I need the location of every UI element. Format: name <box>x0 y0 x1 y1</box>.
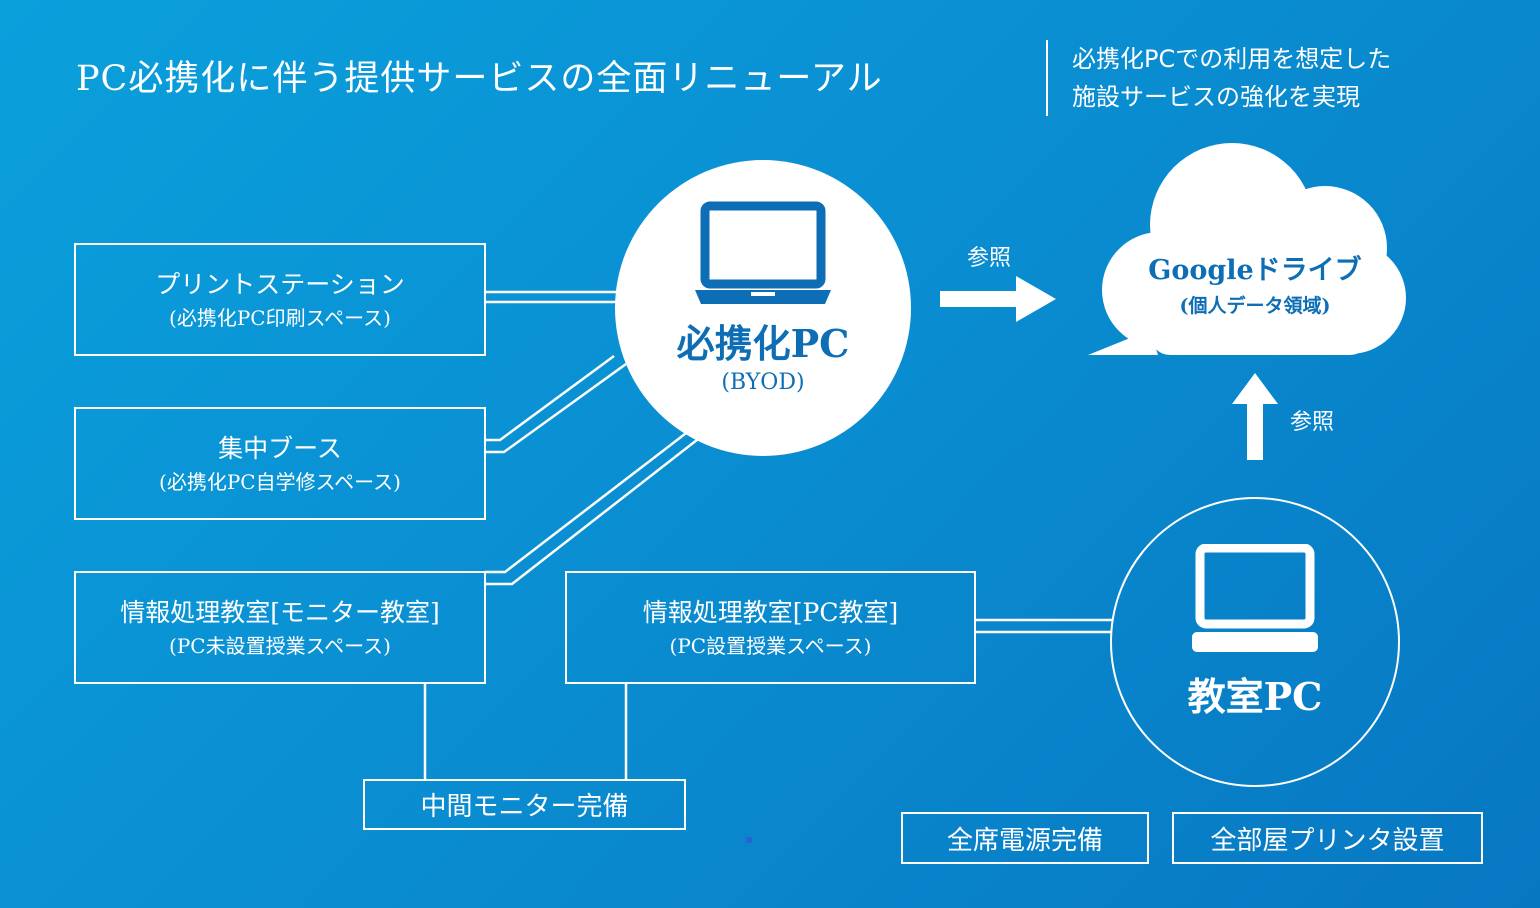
marker-dot <box>746 837 752 843</box>
byod-pc-title: 必携化PC <box>676 321 850 366</box>
connector-monitor-room <box>485 435 703 586</box>
service-box-monitor-room: 情報処理教室[モニター教室] (PC未設置授業スペース) <box>74 571 486 684</box>
service-sub: (必携化PC自学修スペース) <box>159 469 401 494</box>
service-main: 情報処理教室[PC教室] <box>642 597 899 627</box>
service-sub: (PC未設置授業スペース) <box>169 633 391 658</box>
cloud-icon <box>1088 143 1406 355</box>
service-main: 集中ブース <box>218 433 342 463</box>
connector-monitor-room <box>485 426 695 574</box>
laptop-icon <box>695 201 831 304</box>
cloud-title: Googleドライブ <box>1148 255 1362 286</box>
page-title: PC必携化に伴う提供サービスの全面リニューアル <box>76 59 883 99</box>
arrow-up-label: 参照 <box>1290 410 1335 435</box>
connector-booth <box>485 354 615 442</box>
byod-pc-sub: (BYOD) <box>721 370 805 395</box>
service-box-pc-room: 情報処理教室[PC教室] (PC設置授業スペース) <box>565 571 976 684</box>
subtitle-line-1: 必携化PCでの利用を想定した <box>1072 45 1392 73</box>
page-subtitle: 必携化PCでの利用を想定した 施設サービスの強化を実現 <box>1072 40 1391 116</box>
arrow-up-icon <box>1232 373 1278 460</box>
classroom-pc-node: 教室PC <box>1110 497 1400 787</box>
service-main: プリントステーション <box>155 269 405 299</box>
tag-monitor: 中間モニター完備 <box>363 779 686 830</box>
arrow-right-icon <box>940 276 1056 322</box>
title-divider <box>1046 40 1048 116</box>
service-box-booth: 集中ブース (必携化PC自学修スペース) <box>74 407 486 520</box>
classroom-pc-title: 教室PC <box>1187 674 1323 719</box>
subtitle-line-2: 施設サービスの強化を実現 <box>1072 83 1360 111</box>
tag-power: 全席電源完備 <box>901 812 1149 864</box>
desktop-pc-icon <box>1192 544 1318 652</box>
service-sub: (必携化PC印刷スペース) <box>169 305 391 330</box>
cloud-label: Googleドライブ (個人データ領域) <box>1140 248 1370 318</box>
service-sub: (PC設置授業スペース) <box>669 633 872 658</box>
arrow-right-label: 参照 <box>967 246 1012 271</box>
byod-pc-node: 必携化PC (BYOD) <box>615 160 911 456</box>
connector-booth <box>485 362 627 454</box>
service-box-print-station: プリントステーション (必携化PC印刷スペース) <box>74 243 486 356</box>
tag-printer: 全部屋プリンタ設置 <box>1172 812 1483 864</box>
service-main: 情報処理教室[モニター教室] <box>120 597 440 627</box>
cloud-sub: (個人データ領域) <box>1179 295 1331 317</box>
